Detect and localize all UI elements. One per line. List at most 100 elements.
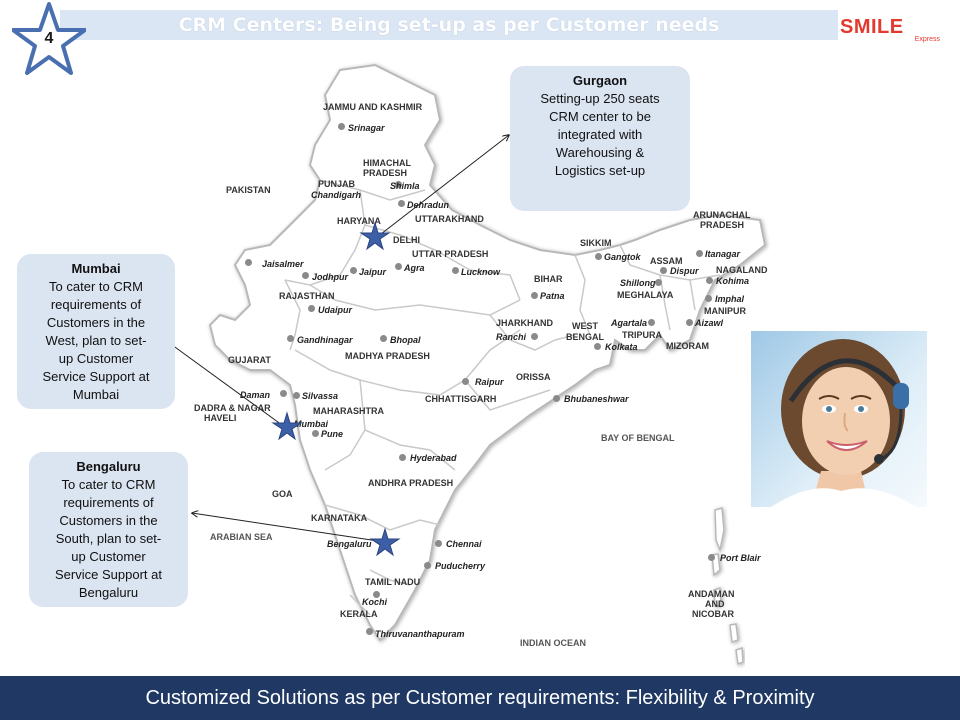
city-dot bbox=[648, 319, 655, 326]
callout-mumbai: Mumbai To cater to CRM requirements of C… bbox=[17, 254, 175, 409]
city-bhopal: Bhopal bbox=[390, 335, 421, 345]
city-jaisalmer: Jaisalmer bbox=[262, 259, 304, 269]
label-madhya-pradesh: MADHYA PRADESH bbox=[345, 351, 430, 361]
slide-number: 4 bbox=[44, 30, 54, 47]
city-delhi: DELHI bbox=[393, 235, 420, 245]
headset-agent-icon bbox=[751, 331, 927, 507]
city-dispur: Dispur bbox=[670, 266, 699, 276]
callout-mumbai-line: West, plan to set- bbox=[45, 333, 147, 348]
label-tripura: TRIPURA bbox=[622, 330, 662, 340]
city-dot bbox=[531, 292, 538, 299]
city-dot bbox=[350, 267, 357, 274]
label-andaman-3: NICOBAR bbox=[692, 609, 734, 619]
brand-name: SMILE bbox=[840, 16, 904, 38]
agent-photo bbox=[751, 331, 927, 507]
city-agartala: Agartala bbox=[611, 318, 648, 328]
city-mumbai: Mumbai bbox=[294, 419, 329, 429]
city-raipur: Raipur bbox=[475, 377, 504, 387]
city-dot bbox=[594, 343, 601, 350]
city-dot bbox=[395, 263, 402, 270]
label-himachal-1: HIMACHAL bbox=[363, 158, 411, 168]
callout-bengaluru-line: requirements of bbox=[63, 495, 154, 510]
label-maharashtra: MAHARASHTRA bbox=[313, 406, 384, 416]
label-bihar: BIHAR bbox=[534, 274, 563, 284]
label-manipur: MANIPUR bbox=[704, 306, 746, 316]
city-bengaluru: Bengaluru bbox=[327, 539, 372, 549]
city-kochi: Kochi bbox=[362, 597, 388, 607]
callout-gurgaon-line: Setting-up 250 seats bbox=[540, 91, 660, 106]
callout-gurgaon-line: integrated with bbox=[557, 127, 643, 142]
city-dot bbox=[366, 628, 373, 635]
city-srinagar: Srinagar bbox=[348, 123, 385, 133]
callout-gurgaon: Gurgaon Setting-up 250 seats CRM center … bbox=[510, 66, 690, 211]
label-goa: GOA bbox=[272, 489, 293, 499]
label-andaman-1: ANDAMAN bbox=[688, 589, 735, 599]
label-orissa: ORISSA bbox=[516, 372, 551, 382]
city-dot bbox=[655, 279, 662, 286]
city-dot bbox=[660, 267, 667, 274]
city-agra: Agra bbox=[404, 263, 425, 273]
label-andaman-2: AND bbox=[705, 599, 725, 609]
city-dot bbox=[380, 335, 387, 342]
callout-mumbai-line: Service Support at bbox=[42, 369, 150, 384]
label-meghalaya: MEGHALAYA bbox=[617, 290, 674, 300]
callout-gurgaon-line: Logistics set-up bbox=[554, 163, 646, 178]
title-bar: CRM Centers: Being set-up as per Custome… bbox=[60, 10, 838, 40]
city-lucknow: Lucknow bbox=[461, 267, 501, 277]
city-jaipur: Jaipur bbox=[359, 267, 387, 277]
slide-number-badge: 4 bbox=[11, 0, 87, 78]
city-dot bbox=[705, 295, 712, 302]
city-dot bbox=[373, 591, 380, 598]
callout-bengaluru-line: South, plan to set- bbox=[55, 531, 162, 546]
city-bhubaneshwar: Bhubaneshwar bbox=[564, 394, 629, 404]
city-dot bbox=[696, 250, 703, 257]
city-dot bbox=[308, 305, 315, 312]
label-west-bengal-2: BENGAL bbox=[566, 332, 604, 342]
callout-mumbai-line: up Customer bbox=[58, 351, 134, 366]
city-daman: Daman bbox=[240, 390, 271, 400]
sea-arabian: ARABIAN SEA bbox=[210, 532, 273, 542]
label-haryana: HARYANA bbox=[337, 216, 381, 226]
city-port-blair: Port Blair bbox=[720, 553, 761, 563]
callout-mumbai-line: Mumbai bbox=[72, 387, 120, 402]
label-dadra-2: HAVELI bbox=[204, 413, 237, 423]
india-outline-icon bbox=[208, 63, 767, 666]
city-dot bbox=[553, 395, 560, 402]
city-dot bbox=[338, 123, 345, 130]
city-dot bbox=[302, 272, 309, 279]
label-nagaland: NAGALAND bbox=[716, 265, 768, 275]
city-imphal: Imphal bbox=[715, 294, 745, 304]
city-dot bbox=[398, 200, 405, 207]
city-dot bbox=[312, 430, 319, 437]
sea-indian-ocean: INDIAN OCEAN bbox=[520, 638, 587, 648]
city-shillong: Shillong bbox=[620, 278, 656, 288]
label-tamil-nadu: TAMIL NADU bbox=[365, 577, 421, 587]
city-puducherry: Puducherry bbox=[435, 561, 486, 571]
callout-bengaluru-line: up Customer bbox=[71, 549, 146, 564]
city-shimla: Shimla bbox=[390, 181, 420, 191]
label-jammu-kashmir: JAMMU AND KASHMIR bbox=[323, 102, 423, 112]
label-west-bengal-1: WEST bbox=[572, 321, 598, 331]
star-badge-icon bbox=[11, 2, 87, 75]
callout-mumbai-heading: Mumbai bbox=[71, 261, 121, 276]
city-chandigarh: Chandigarh bbox=[311, 190, 362, 200]
city-udaipur: Udaipur bbox=[318, 305, 353, 315]
label-mizoram: MIZORAM bbox=[666, 341, 709, 351]
india-map: JAMMU AND KASHMIR HIMACHAL PRADESH PUNJA… bbox=[190, 50, 780, 670]
city-gangtok: Gangtok bbox=[604, 252, 641, 262]
city-dot bbox=[287, 335, 294, 342]
callout-mumbai-line: requirements of bbox=[50, 297, 142, 312]
callout-bengaluru-line: To cater to CRM bbox=[61, 477, 156, 492]
label-himachal-2: PRADESH bbox=[363, 168, 408, 178]
city-dot bbox=[435, 540, 442, 547]
label-chhattisgarh: CHHATTISGARH bbox=[425, 394, 497, 404]
label-kerala: KERALA bbox=[340, 609, 378, 619]
city-hyderabad: Hyderabad bbox=[410, 453, 457, 463]
brand-sub: Express bbox=[914, 36, 940, 43]
label-rajasthan: RAJASTHAN bbox=[279, 291, 335, 301]
city-itanagar: Itanagar bbox=[705, 249, 741, 259]
city-dot bbox=[452, 267, 459, 274]
callout-bengaluru-line: Service Support at bbox=[55, 567, 162, 582]
footer-text: Customized Solutions as per Customer req… bbox=[145, 686, 815, 709]
city-dot bbox=[531, 333, 538, 340]
